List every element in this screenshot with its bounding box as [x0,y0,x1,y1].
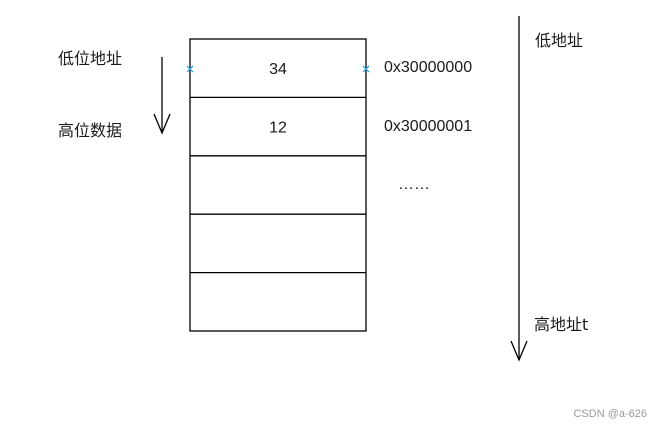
address-1: 0x30000001 [384,118,473,135]
memory-cell-value-0: 34 [269,61,287,78]
right-marker [362,65,370,73]
low-address-label: 低位地址 [58,49,123,68]
high-data-label: 高位数据 [58,121,123,140]
selection-markers [186,65,370,73]
low-address-right-label: 低地址 [535,31,584,50]
memory-table-outline [189,38,367,332]
memory-table: 34 12 [189,38,367,332]
memory-cell-value-1: 12 [269,120,287,137]
left-down-arrow [153,57,171,135]
right-down-arrow [510,16,528,362]
high-address-right-label: 高地址t [534,315,589,334]
address-0: 0x30000000 [384,59,473,76]
csdn-watermark: CSDN @a-626 [573,408,647,420]
left-marker [186,65,194,73]
address-ellipsis: …… [398,176,430,193]
